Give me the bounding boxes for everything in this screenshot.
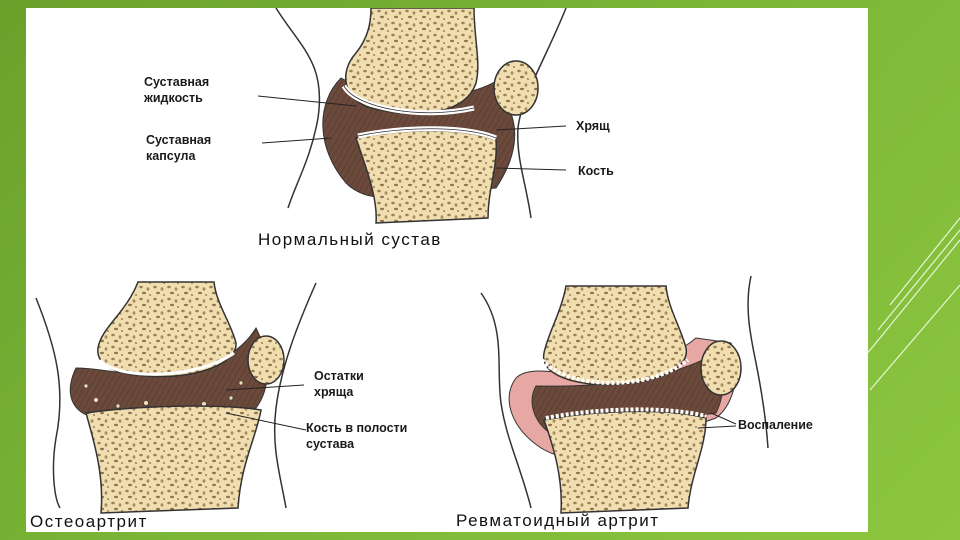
joint-diagram-figure: Суставная жидкость Суставная капсула Хря…: [26, 8, 868, 532]
oa-tibia-bone: [86, 406, 261, 513]
label-cartilage: Хрящ: [576, 119, 610, 133]
caption-rheumatoid-arthritis: Ревматоидный артрит: [456, 511, 660, 530]
label-cartilage-remnants-line1: Остатки: [314, 369, 364, 383]
caption-normal-joint: Нормальный сустав: [258, 230, 442, 249]
label-bone: Кость: [578, 164, 614, 178]
osteoarthritis-illustration: [36, 282, 316, 513]
femur-bone: [346, 8, 478, 114]
label-bone-in-cavity-line2: сустава: [306, 437, 355, 451]
label-cartilage-remnants-line2: хряща: [314, 385, 354, 399]
label-synovial-fluid-line1: Суставная: [144, 75, 209, 89]
label-synovial-fluid-line2: жидкость: [143, 91, 203, 105]
ra-tibia-bone: [544, 411, 706, 513]
rheumatoid-arthritis-illustration: [481, 276, 768, 513]
oa-patella-bone: [248, 336, 284, 384]
label-inflammation: Воспаление: [738, 418, 813, 432]
label-capsule-line1: Суставная: [146, 133, 211, 147]
patella-bone: [494, 61, 538, 115]
tibia-bone: [356, 131, 496, 223]
normal-joint-illustration: [258, 8, 566, 223]
label-bone-in-cavity-line1: Кость в полости: [306, 421, 407, 435]
label-capsule-line2: капсула: [146, 149, 196, 163]
caption-osteoarthritis: Остеоартрит: [30, 512, 148, 531]
ra-patella-bone: [701, 341, 741, 395]
ra-femur-bone: [544, 286, 687, 385]
